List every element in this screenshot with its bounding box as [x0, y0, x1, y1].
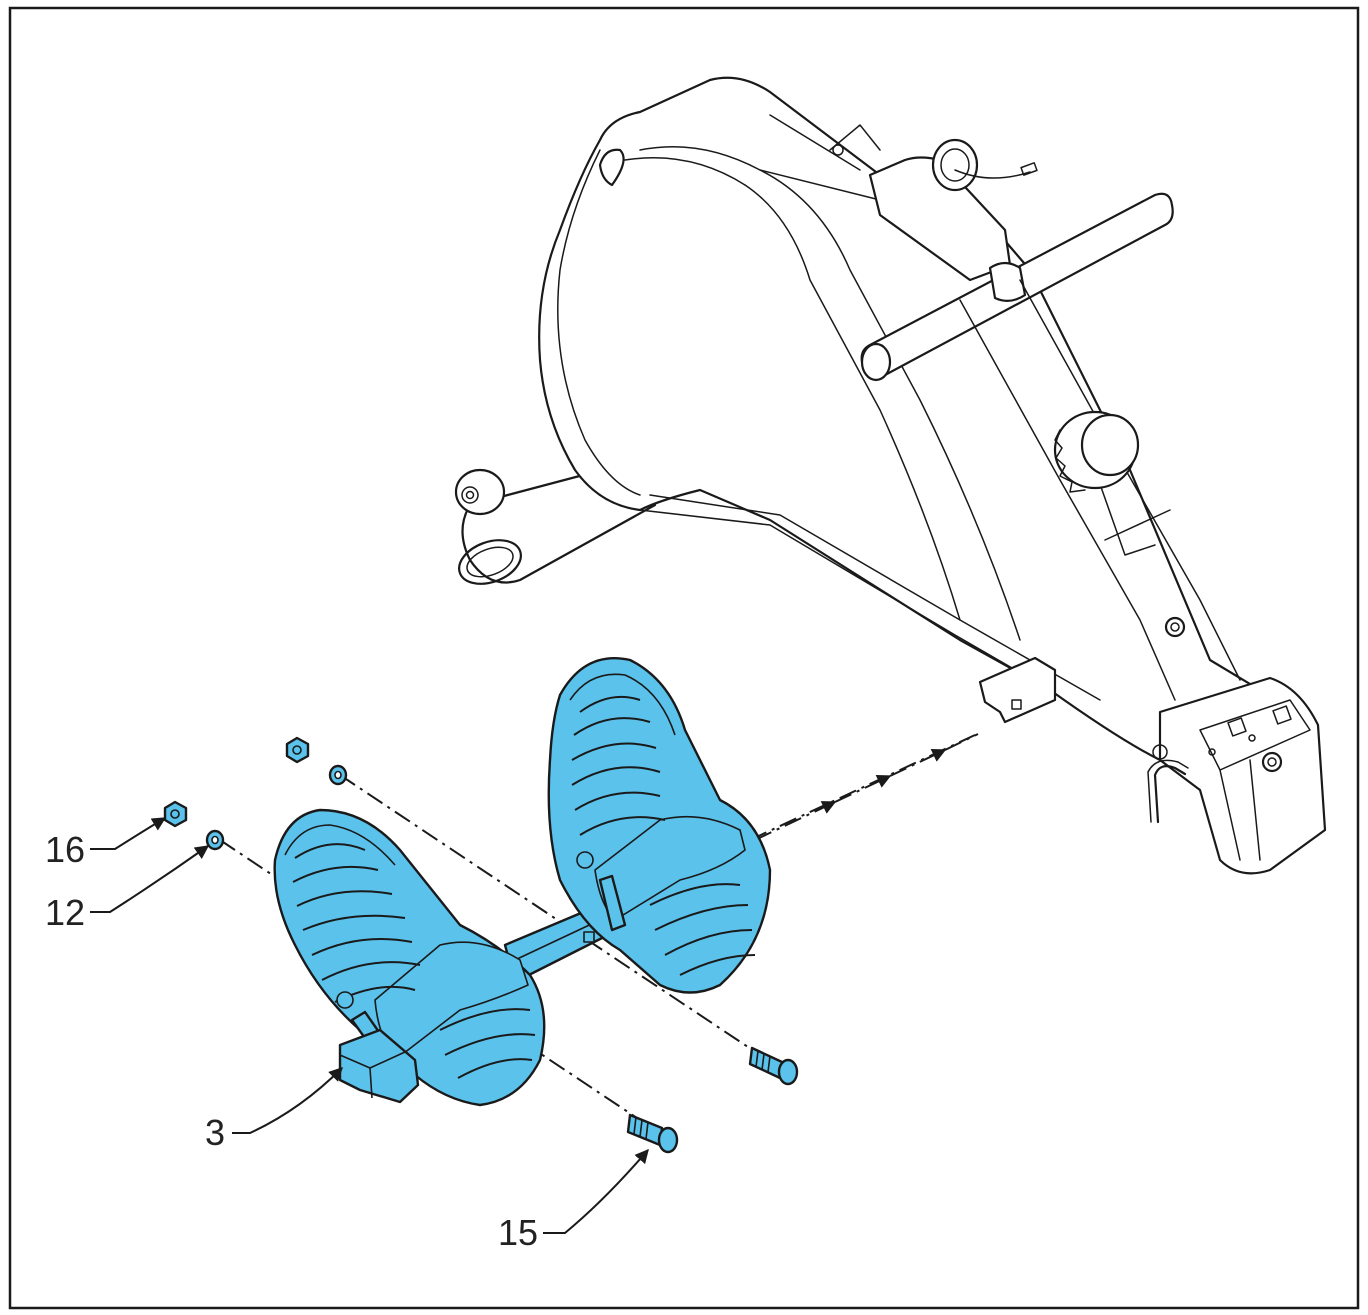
callout-15-label: 15 [498, 1212, 538, 1253]
callout-16-label: 16 [45, 829, 85, 870]
callouts: 16 12 3 15 [45, 817, 649, 1253]
callout-12: 12 [45, 845, 210, 933]
callout-3: 3 [205, 1067, 343, 1153]
callout-3-label: 3 [205, 1112, 225, 1153]
main-frame [454, 76, 1327, 875]
pedal-assembly [163, 657, 799, 1154]
pedal-left [273, 808, 546, 1107]
callout-16: 16 [45, 817, 167, 870]
callout-12-label: 12 [45, 892, 85, 933]
callout-15: 15 [498, 1148, 649, 1253]
assembly-lines [219, 733, 979, 1121]
page-frame [8, 6, 1360, 1310]
